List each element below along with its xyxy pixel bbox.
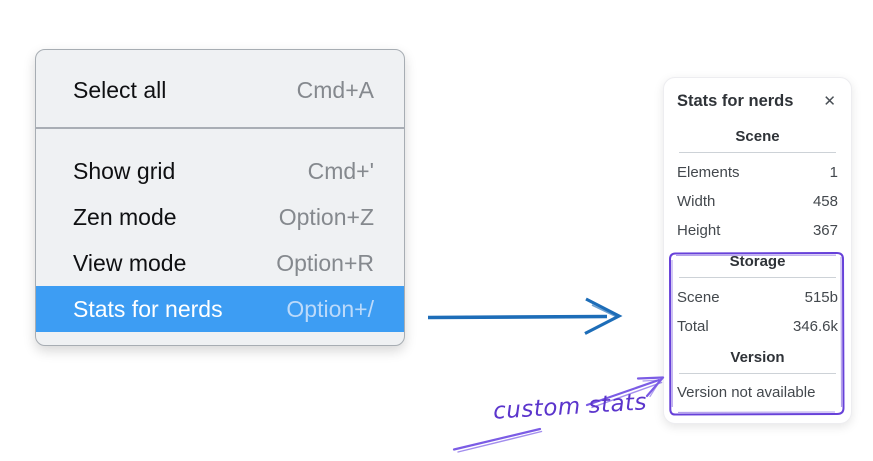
- menu-item-shortcut: Option+Z: [278, 203, 374, 230]
- custom-stats-annotation: custom stats: [492, 389, 648, 425]
- menu-item-shortcut: Cmd+A: [296, 76, 374, 103]
- menu-item-label: View mode: [73, 249, 187, 276]
- menu-item-label: Select all: [73, 76, 167, 103]
- section-storage: Storage Scene 515b Total 346.6k: [677, 253, 838, 341]
- menu-item-stats-for-nerds[interactable]: Stats for nerds Option+/: [36, 286, 404, 332]
- stat-row-total-storage: Total 346.6k: [677, 312, 838, 341]
- section-version: Version Version not available: [677, 349, 838, 406]
- section-scene: Scene Elements 1 Width 458 Height 367: [677, 128, 838, 245]
- menu-item-label: Zen mode: [73, 203, 177, 230]
- stat-row-elements: Elements 1: [677, 158, 838, 187]
- menu-item-label: Stats for nerds: [73, 295, 223, 322]
- stat-value: 346.6k: [792, 318, 838, 335]
- menu-item-view-mode[interactable]: View mode Option+R: [36, 240, 404, 286]
- close-icon[interactable]: ✕: [823, 92, 836, 110]
- stat-row-scene-storage: Scene 515b: [677, 283, 838, 312]
- stat-value: 367: [812, 222, 838, 239]
- menu-divider: [36, 127, 404, 129]
- stat-value: 458: [812, 193, 838, 210]
- stat-row-width: Width 458: [677, 187, 838, 216]
- section-heading-version: Version: [730, 349, 785, 366]
- menu-item-shortcut: Option+/: [286, 295, 374, 322]
- stat-label: Height: [677, 222, 721, 239]
- section-heading-storage: Storage: [729, 253, 786, 270]
- menu-item-shortcut: Option+R: [276, 249, 374, 276]
- stat-label: Scene: [677, 289, 720, 306]
- stats-panel-header: Stats for nerds ✕: [677, 88, 838, 114]
- blue-arrow: [427, 297, 623, 335]
- menu-item-shortcut: Cmd+': [307, 157, 374, 184]
- stats-panel-title: Stats for nerds: [677, 91, 794, 110]
- context-menu: Select all Cmd+A Show grid Cmd+' Zen mod…: [35, 49, 405, 346]
- stat-label: Elements: [677, 164, 740, 181]
- stats-panel: Stats for nerds ✕ Scene Elements 1 Width…: [663, 77, 852, 424]
- section-divider: [679, 152, 836, 153]
- stat-label: Total: [677, 318, 709, 335]
- menu-item-select-all[interactable]: Select all Cmd+A: [36, 67, 404, 113]
- section-heading-scene: Scene: [735, 128, 780, 145]
- stat-label: Width: [677, 193, 716, 210]
- menu-item-label: Show grid: [73, 157, 176, 184]
- menu-item-zen-mode[interactable]: Zen mode Option+Z: [36, 194, 404, 240]
- stat-row-height: Height 367: [677, 216, 838, 245]
- menu-item-show-grid[interactable]: Show grid Cmd+': [36, 148, 404, 194]
- purple-arrow: [452, 376, 665, 453]
- version-note: Version not available: [677, 384, 816, 401]
- stat-value: 515b: [804, 289, 838, 306]
- section-divider: [679, 277, 836, 278]
- section-divider: [679, 373, 836, 374]
- stat-value: 1: [829, 164, 838, 181]
